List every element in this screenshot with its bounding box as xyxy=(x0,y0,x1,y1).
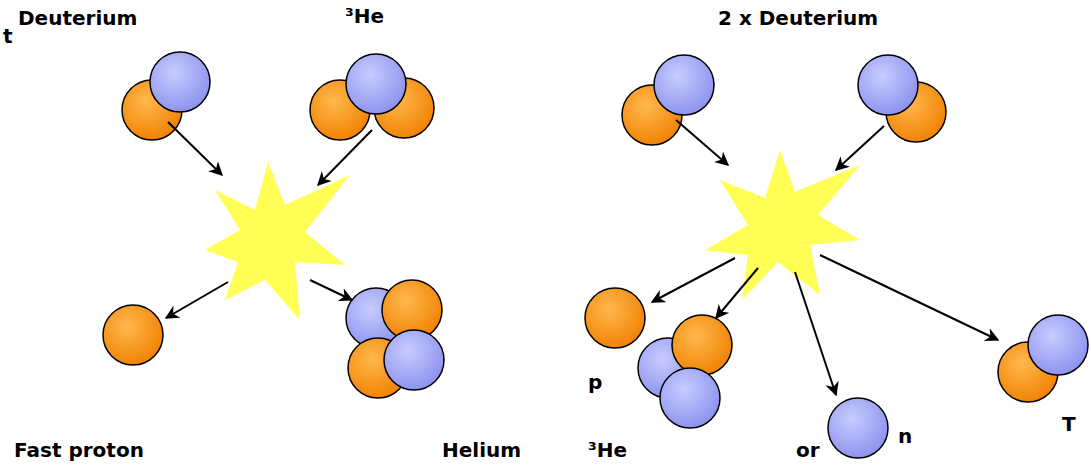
proton xyxy=(672,315,732,375)
particle-label: Fast proton xyxy=(14,438,144,462)
particle-label: ³He xyxy=(345,4,384,28)
connector-word: or xyxy=(796,438,820,462)
particle-label: Helium xyxy=(442,438,521,462)
fusion-star xyxy=(705,150,860,300)
proton xyxy=(103,305,163,365)
particle-label: p xyxy=(588,370,602,394)
particle-label: T xyxy=(1062,412,1076,436)
motion-arrows xyxy=(166,120,998,395)
neutron xyxy=(660,368,720,428)
neutron xyxy=(828,398,888,458)
particle-label: n xyxy=(898,424,912,448)
cut-off-text: t xyxy=(3,24,13,48)
neutron xyxy=(858,55,918,115)
neutron xyxy=(346,54,406,114)
particle-label: Deuterium xyxy=(18,6,137,30)
particle-label: 2 x Deuterium xyxy=(718,6,878,30)
proton xyxy=(585,288,645,348)
neutron xyxy=(654,55,714,115)
neutron xyxy=(1028,315,1088,375)
fusion-star xyxy=(205,162,350,320)
neutron xyxy=(150,52,210,112)
particle-label: ³He xyxy=(588,438,627,462)
neutron xyxy=(384,330,444,390)
